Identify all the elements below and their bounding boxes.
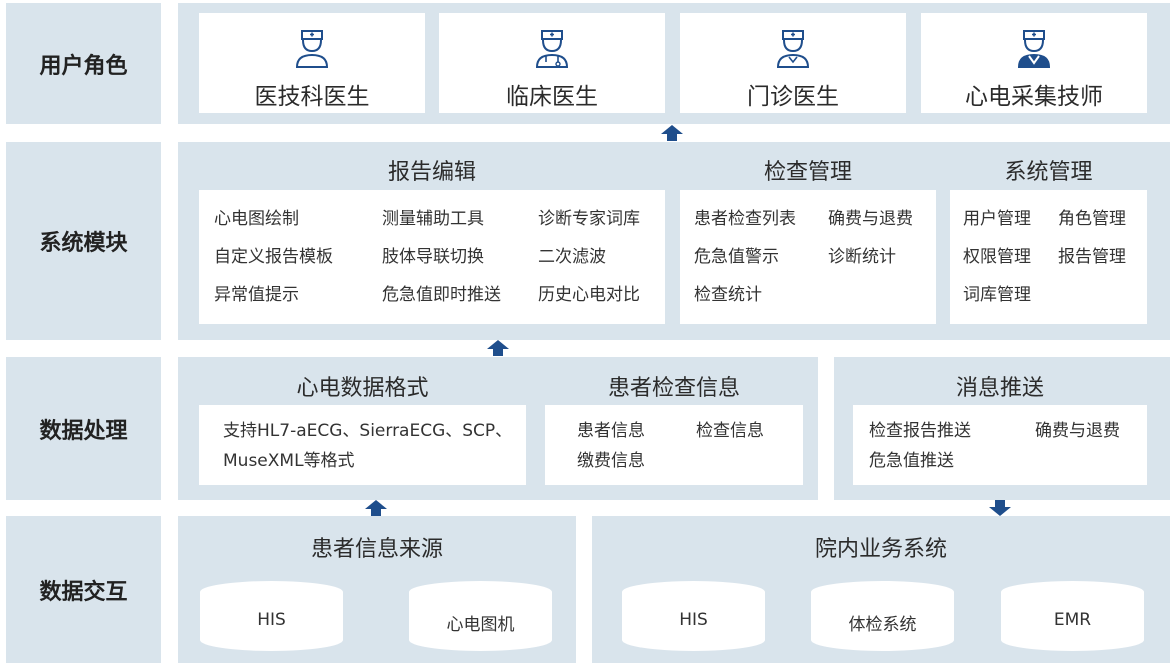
database-cylinder: HIS: [621, 580, 766, 652]
module-exam-mgmt: 患者检查列表 确费与退费 危急值警示 诊断统计 检查统计: [680, 190, 936, 324]
list-item: 角色管理: [1058, 209, 1126, 229]
list-item: 患者信息: [577, 421, 645, 441]
processing-title-patient-exam: 患者检查信息: [607, 376, 740, 401]
database-cylinder: HIS: [199, 580, 344, 652]
module-title-report-edit: 报告编辑: [387, 160, 476, 185]
list-item: 二次滤波: [538, 247, 606, 267]
database-cylinder: 心电图机: [408, 580, 553, 652]
processing-ecg-format: 支持HL7-aECG、SierraECG、SCP、 MuseXML等格式: [199, 405, 526, 485]
band-label-user-role: 用户角色: [6, 3, 161, 124]
role-card-ecg-technician: 心电采集技师: [921, 13, 1147, 113]
format-text-line: 支持HL7-aECG、SierraECG、SCP、: [223, 421, 513, 441]
processing-title-message-push: 消息推送: [955, 376, 1044, 401]
list-item: 心电图绘制: [214, 209, 299, 229]
arrow-up-stem: [493, 349, 503, 356]
list-item: 危急值推送: [869, 451, 954, 471]
database-label: HIS: [257, 610, 286, 630]
list-item: 确费与退费: [1035, 421, 1120, 441]
list-item: 用户管理: [963, 209, 1031, 229]
band-label-data-processing: 数据处理: [6, 357, 161, 500]
list-item: 缴费信息: [577, 451, 645, 471]
role-card-clinical: 临床医生: [439, 13, 665, 113]
database-cylinder: 体检系统: [810, 580, 955, 652]
processing-title-ecg-format: 心电数据格式: [296, 376, 429, 401]
list-item: 异常值提示: [214, 285, 299, 305]
doctor-icon: [295, 30, 329, 68]
module-report-edit: 心电图绘制 测量辅助工具 诊断专家词库 自定义报告模板 肢体导联切换 二次滤波 …: [199, 190, 665, 324]
arrow-up-icon: [365, 500, 387, 509]
role-name: 医技科医生: [254, 84, 370, 110]
database-label: HIS: [679, 610, 708, 630]
doctor-icon: [776, 30, 810, 68]
database-label: EMR: [1053, 610, 1092, 630]
format-text-line: MuseXML等格式: [223, 451, 355, 471]
module-sys-mgmt: 用户管理 角色管理 权限管理 报告管理 词库管理: [950, 190, 1147, 324]
role-name: 门诊医生: [747, 84, 839, 110]
role-name: 心电采集技师: [965, 84, 1103, 110]
interaction-title-patient-source: 患者信息来源: [310, 537, 443, 562]
list-item: 危急值警示: [694, 247, 779, 267]
list-item: 词库管理: [963, 285, 1031, 305]
arrow-up-stem: [667, 134, 677, 141]
arrow-down-icon: [989, 507, 1011, 516]
doctor-stethoscope-icon: [535, 30, 569, 68]
module-title-sys-mgmt: 系统管理: [1004, 160, 1093, 185]
list-item: 确费与退费: [828, 209, 913, 229]
band-label-system-module: 系统模块: [6, 142, 161, 340]
arrow-up-icon: [661, 125, 683, 134]
list-item: 自定义报告模板: [214, 247, 333, 267]
processing-message-push: 检查报告推送 确费与退费 危急值推送: [853, 405, 1147, 485]
database-label: 体检系统: [848, 615, 917, 635]
list-item: 检查报告推送: [869, 421, 971, 441]
role-name: 临床医生: [506, 84, 598, 110]
list-item: 报告管理: [1058, 247, 1126, 267]
role-card-outpatient: 门诊医生: [680, 13, 906, 113]
role-card-medtech: 医技科医生: [199, 13, 425, 113]
technician-icon: [1017, 30, 1051, 68]
band-label-data-interaction: 数据交互: [6, 516, 161, 663]
arrow-down-stem: [995, 500, 1005, 507]
list-item: 肢体导联切换: [382, 247, 484, 267]
list-item: 危急值即时推送: [382, 285, 501, 305]
list-item: 检查信息: [696, 421, 764, 441]
list-item: 测量辅助工具: [382, 209, 484, 229]
list-item: 历史心电对比: [538, 285, 640, 305]
list-item: 检查统计: [694, 285, 762, 305]
list-item: 诊断统计: [828, 247, 896, 267]
module-title-exam-mgmt: 检查管理: [763, 160, 852, 185]
database-cylinder: EMR: [1000, 580, 1145, 652]
arrow-up-icon: [487, 340, 509, 349]
database-label: 心电图机: [446, 615, 515, 635]
list-item: 诊断专家词库: [538, 209, 640, 229]
list-item: 权限管理: [963, 247, 1031, 267]
processing-patient-exam: 患者信息 检查信息 缴费信息: [545, 405, 803, 485]
arrow-up-stem: [371, 509, 381, 516]
interaction-title-hospital-system: 院内业务系统: [814, 537, 947, 562]
list-item: 患者检查列表: [694, 209, 796, 229]
